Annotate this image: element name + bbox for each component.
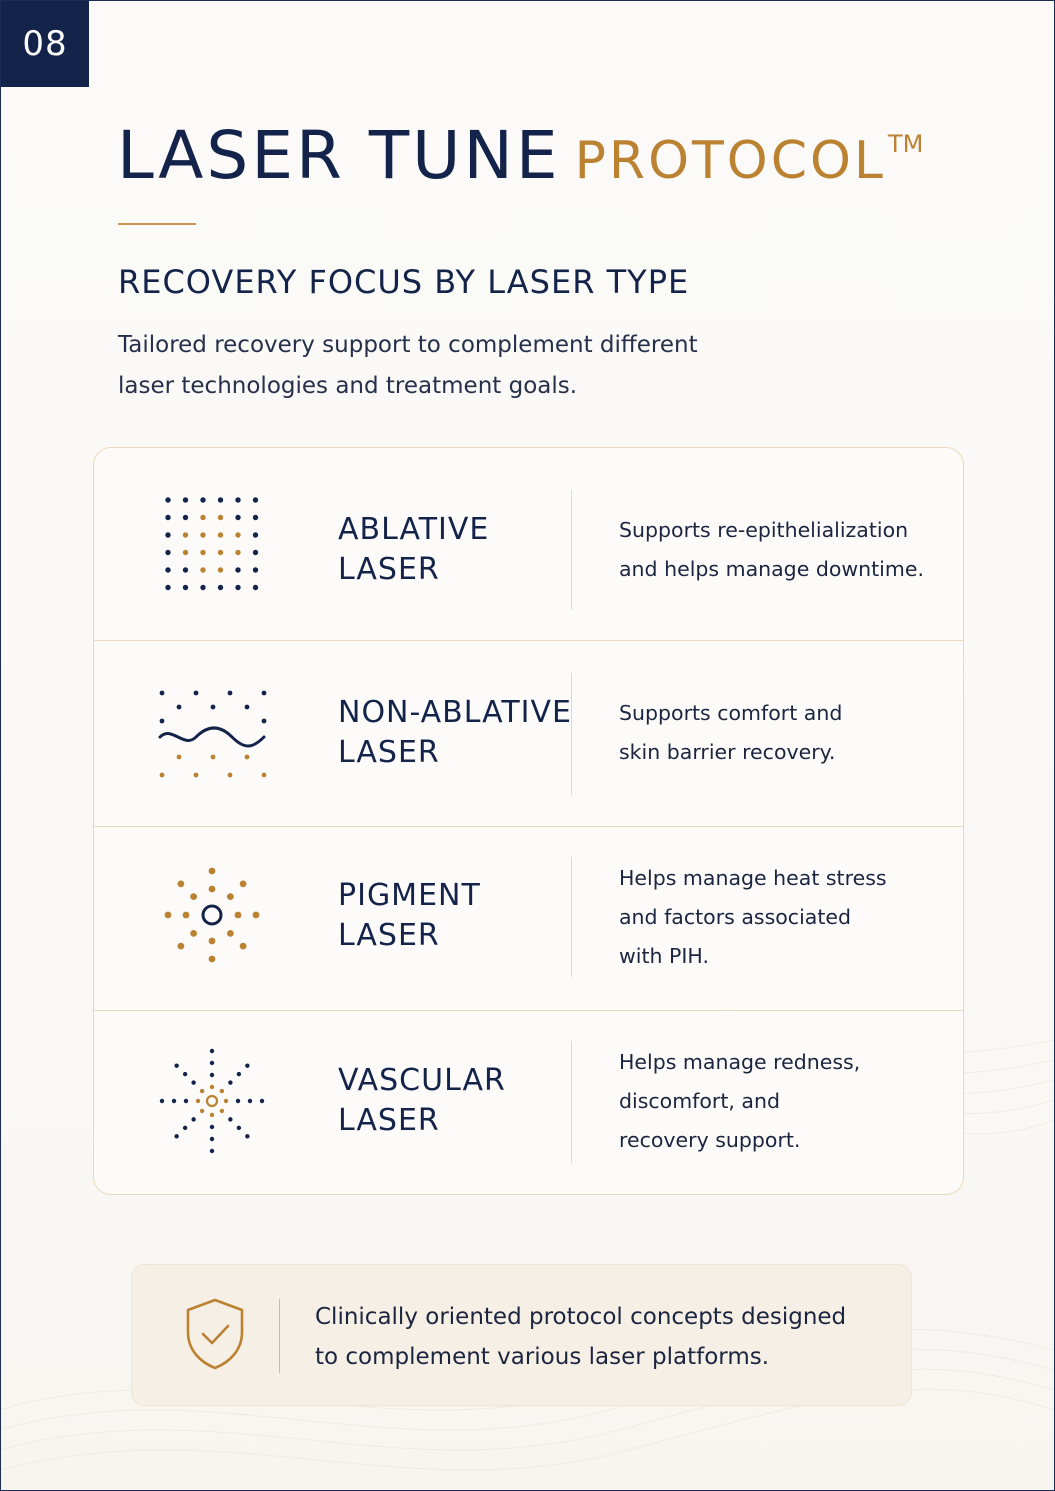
laser-types-card: ABLATIVE LASER Supports re-epithelializa… — [93, 447, 964, 1195]
laser-description: Supports comfort and skin barrier recove… — [619, 701, 843, 764]
protocol-note: Clinically oriented protocol concepts de… — [131, 1264, 912, 1406]
intro-text: Tailored recovery support to complement … — [118, 325, 758, 407]
laser-row-non-ablative: NON-ABLATIVE LASER Supports comfort and … — [94, 640, 963, 826]
intro-line: Tailored recovery support to complement … — [118, 332, 698, 358]
shield-check-icon — [186, 1298, 244, 1370]
row-divider — [571, 857, 572, 977]
title-main: LASER TUNE — [117, 117, 561, 194]
title-trademark: TM — [887, 130, 924, 158]
wave-dots-icon — [158, 690, 267, 778]
intro-line: laser technologies and treatment goals. — [118, 373, 578, 399]
page-number-badge: 08 — [1, 1, 89, 87]
laser-description: Supports re-epithelialization and helps … — [619, 518, 924, 581]
laser-description: Helps manage heat stress and factors ass… — [619, 866, 887, 968]
laser-row-vascular: VASCULAR LASER Helps manage redness, dis… — [94, 1010, 963, 1194]
section-subtitle: RECOVERY FOCUS BY LASER TYPE — [118, 263, 690, 301]
title-accent: PROTOCOL — [574, 131, 886, 191]
radial-dots-icon — [164, 867, 260, 963]
note-text: Clinically oriented protocol concepts de… — [315, 1304, 847, 1370]
laser-name: PIGMENT LASER — [338, 878, 481, 953]
row-divider — [571, 1041, 572, 1163]
row-divider — [571, 673, 572, 795]
title-divider — [118, 223, 196, 225]
dot-grid-icon — [165, 497, 259, 591]
laser-name: ABLATIVE LASER — [338, 512, 490, 587]
starburst-dots-icon — [159, 1048, 265, 1154]
laser-row-pigment: PIGMENT LASER Helps manage heat stress a… — [94, 826, 963, 1010]
laser-row-ablative: ABLATIVE LASER Supports re-epithelializa… — [94, 448, 963, 640]
row-divider — [571, 490, 572, 610]
laser-description: Helps manage redness, discomfort, and re… — [619, 1050, 861, 1152]
laser-name: NON-ABLATIVE LASER — [338, 695, 573, 770]
laser-name: VASCULAR LASER — [338, 1063, 506, 1138]
note-divider — [279, 1299, 280, 1373]
